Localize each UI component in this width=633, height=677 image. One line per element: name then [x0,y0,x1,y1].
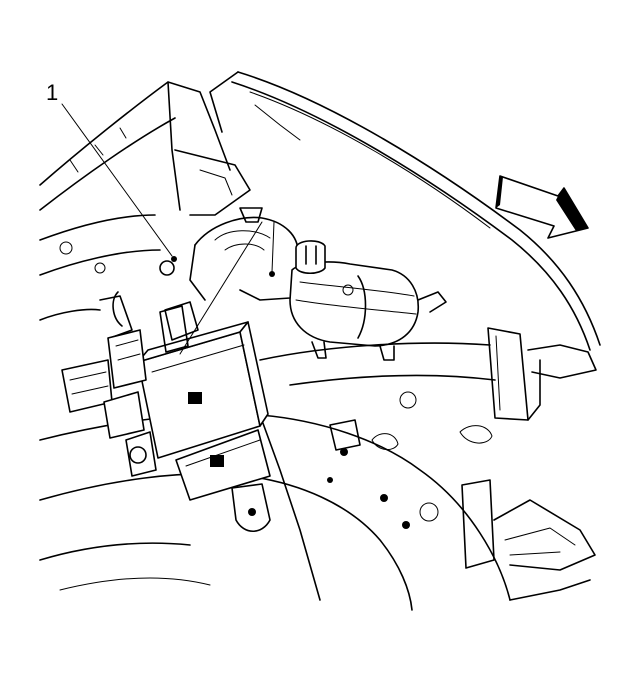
cowl-panel [259,342,496,451]
callout-1-leaders [61,103,275,355]
front-direction-arrow-icon [495,175,589,239]
cowl-structure [39,81,251,339]
strut-tower [159,207,306,341]
hood-fender-edge [209,71,601,351]
control-module [61,305,271,501]
lower-frame [39,412,596,611]
right-bracket [487,327,597,421]
callout-1-label: 1 [46,80,58,105]
coolant-reservoir [289,240,447,361]
